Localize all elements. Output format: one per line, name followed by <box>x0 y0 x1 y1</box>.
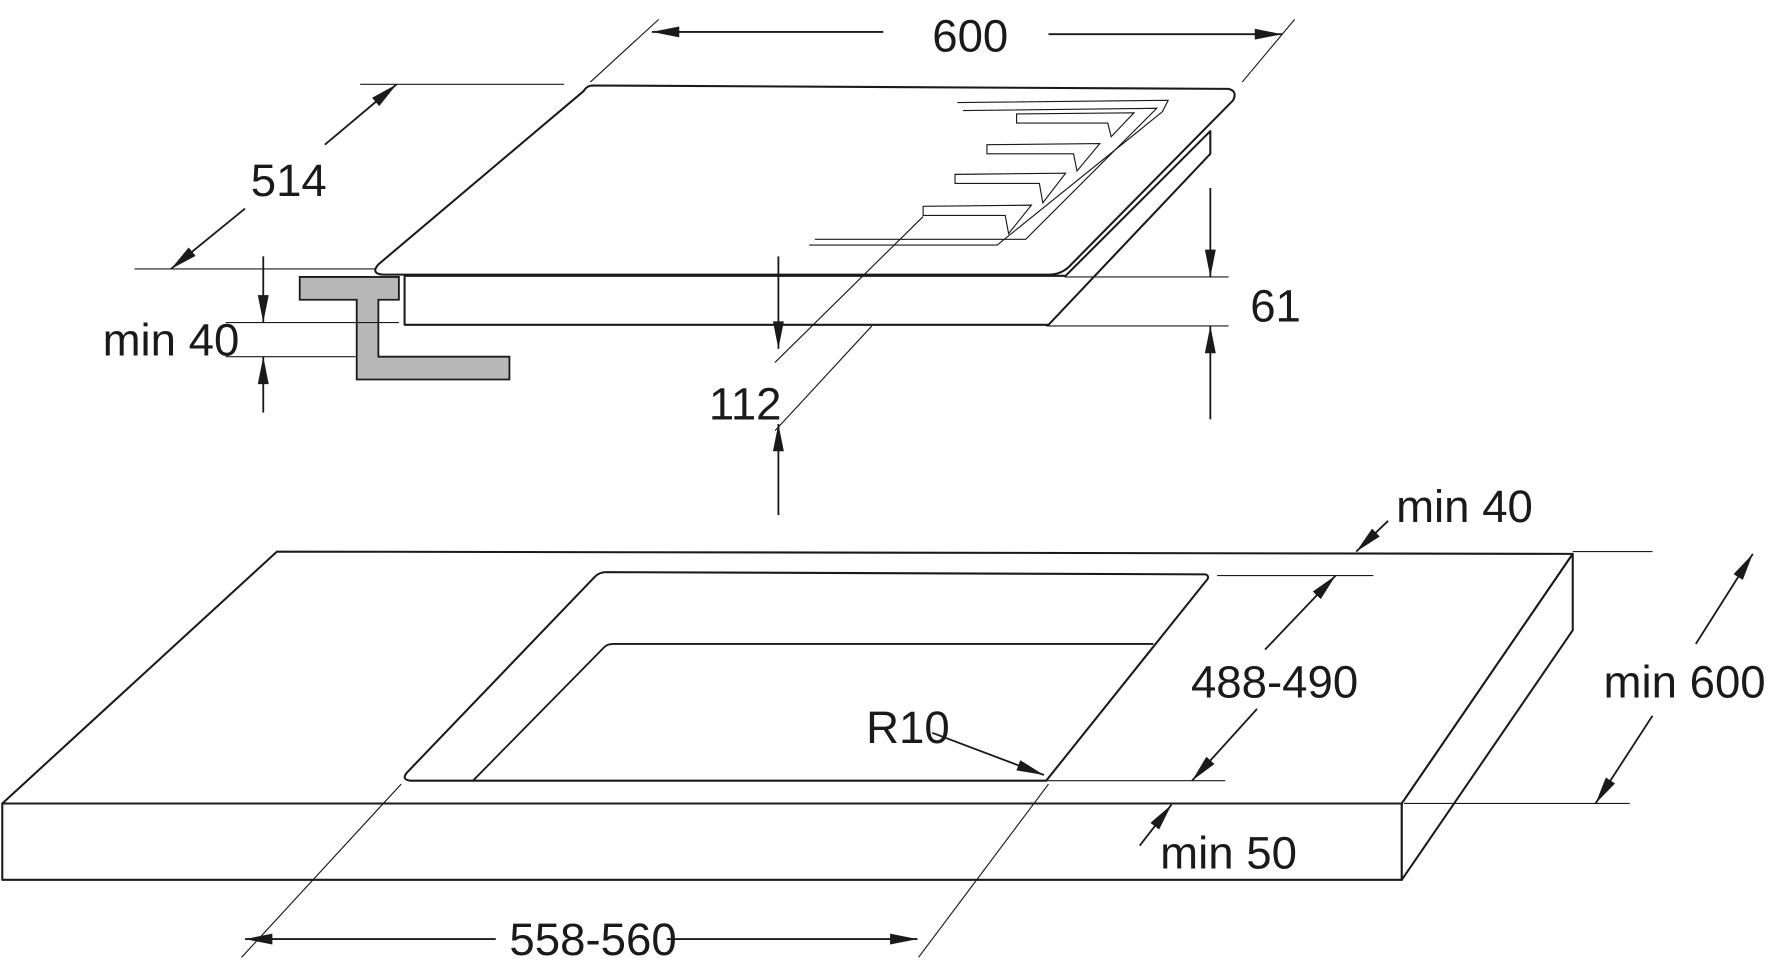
dimension-arrows <box>170 26 1754 945</box>
cutout <box>403 571 1210 782</box>
label-wall-min: min 40 <box>103 315 240 366</box>
mounting-bracket <box>298 276 511 381</box>
worktop <box>1 550 1574 881</box>
label-back-min: min 40 <box>1396 481 1533 532</box>
burner-grates <box>809 99 1170 246</box>
label-worktop-depth: min 600 <box>1604 656 1766 707</box>
label-hob-depth: 514 <box>251 155 327 206</box>
label-cutout-depth: 488-490 <box>1191 656 1358 707</box>
label-hob-height: 61 <box>1250 280 1301 331</box>
label-cutout-width: 558-560 <box>509 914 676 965</box>
label-front-min: min 50 <box>1160 827 1297 878</box>
label-hob-width: 600 <box>932 10 1008 61</box>
label-corner-radius: R10 <box>866 702 950 753</box>
hob-side <box>403 130 1212 326</box>
hob <box>374 84 1236 326</box>
label-clearance: 112 <box>709 378 782 429</box>
